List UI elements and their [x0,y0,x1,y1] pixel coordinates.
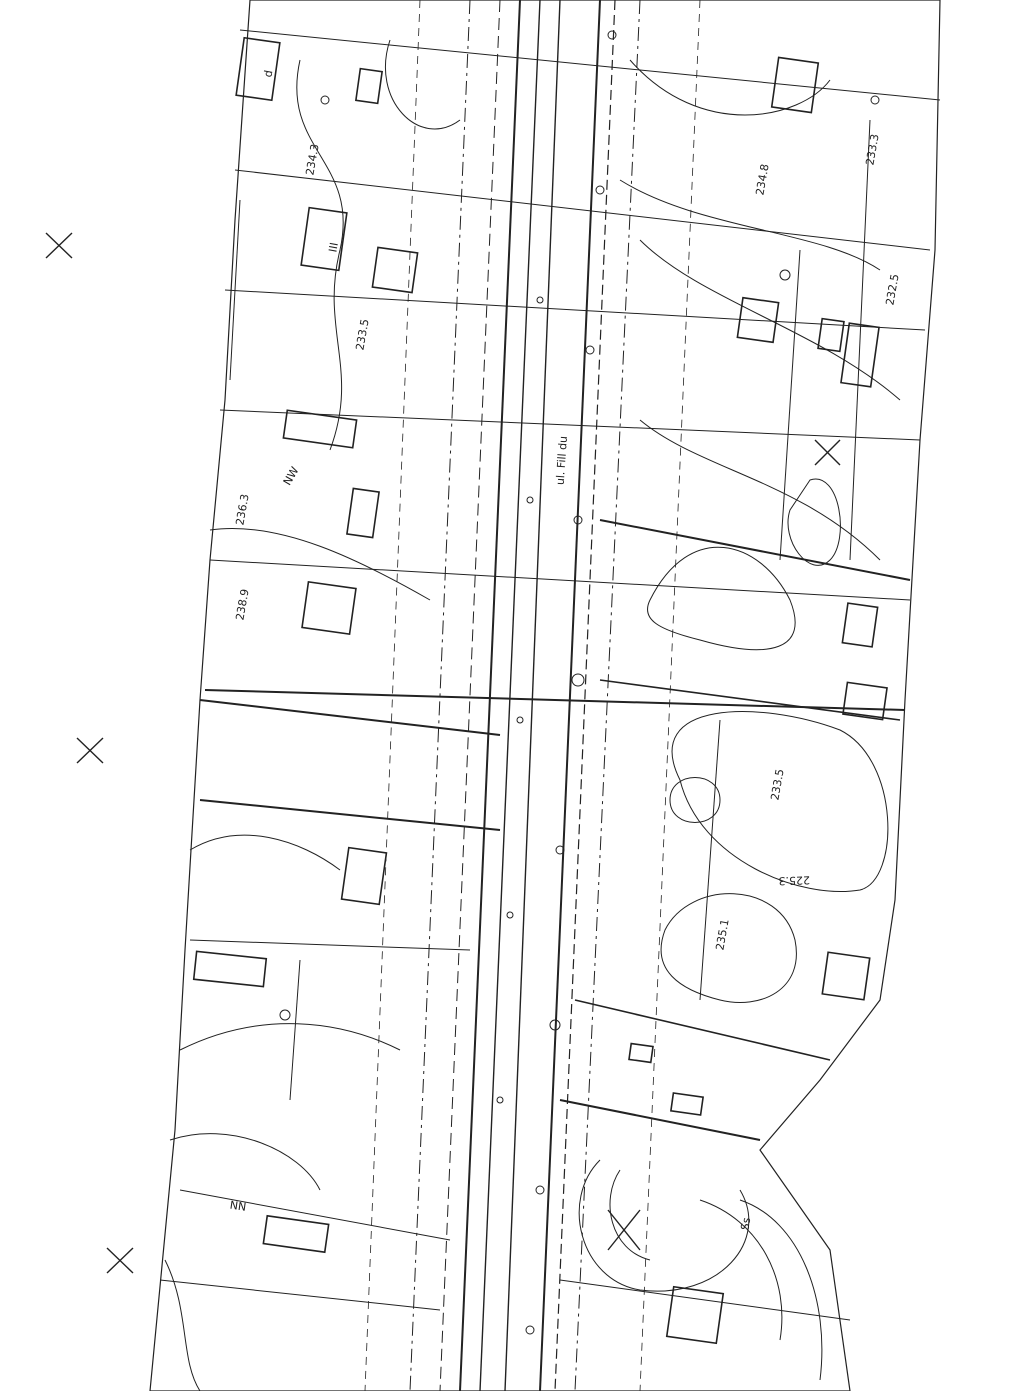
survey-cross-icon [106,1247,134,1274]
building [840,322,880,388]
manhole-icon [279,1009,291,1021]
building [192,950,268,988]
survey-cross-icon [45,232,73,259]
elevation-label: 233.5 [353,318,371,351]
main-road [364,0,701,1391]
manhole-icon [506,911,514,919]
manhole-icon [549,1019,561,1031]
building [354,67,384,105]
manhole-icon [516,716,524,724]
manhole-icon [779,269,791,281]
code-label: NN [229,1199,247,1214]
elevation-label: 225.3 [778,873,810,887]
elevation-label: 233.3 [863,133,881,166]
building [282,409,358,449]
building [301,580,357,636]
elevation-label: 235.1 [713,918,731,951]
manhole-icon [595,185,605,195]
building [665,1285,725,1345]
building [821,951,871,1001]
building [235,36,281,102]
elevation-label: 238.9 [233,588,251,621]
building [770,56,820,114]
manhole-icon [573,515,583,525]
building [736,296,780,344]
map-labels: 225.3 233.5 235.1 234.3 233.5 233.3 232.… [229,69,902,1231]
elevation-label: 236.3 [233,493,251,526]
manhole-icon [555,845,565,855]
building [669,1092,705,1116]
sheet-outline [149,0,941,1391]
survey-cross-icon [607,1209,641,1251]
code-label: III [326,241,340,253]
building [346,487,380,539]
building [340,846,388,906]
manhole-icon [496,1096,504,1104]
manhole-icon [870,95,880,105]
survey-cross-icon [76,737,104,764]
manhole-icon [536,296,544,304]
survey-cross-icon [814,439,841,466]
code-label: d [261,69,275,78]
elevation-label: 233.5 [768,768,786,801]
building [262,1214,330,1254]
elevation-label: 234.8 [753,163,771,196]
building [628,1042,654,1064]
building [371,246,419,294]
manhole-icon [535,1185,545,1195]
contour-lines [164,39,901,1391]
survey-points [279,30,880,1335]
manhole-icon [525,1325,535,1335]
parcel-lines [159,29,941,1321]
building [842,681,888,721]
manhole-icon [526,496,534,504]
manhole-icon [607,30,617,40]
code-label: Ss [738,1216,753,1231]
street-label: ul. Fill du [554,436,570,486]
code-label: NW [281,465,302,488]
survey-crosses [45,232,841,1274]
elevation-label: 234.3 [303,143,321,176]
manhole-icon [320,95,330,105]
building [300,206,348,272]
building [841,602,879,648]
elevation-label: 232.5 [883,273,901,306]
manhole-icon [571,673,585,687]
buildings [192,36,888,1345]
building [817,317,845,353]
manhole-icon [585,345,595,355]
